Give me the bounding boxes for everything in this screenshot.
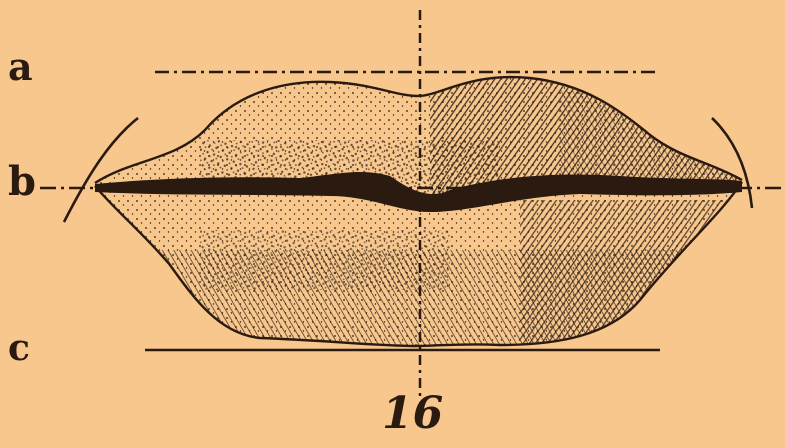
figure-number: 16 [382, 392, 443, 436]
guide-label-a: a [8, 48, 33, 86]
guide-label-b: b [8, 162, 36, 202]
guide-label-c: c [8, 330, 30, 366]
